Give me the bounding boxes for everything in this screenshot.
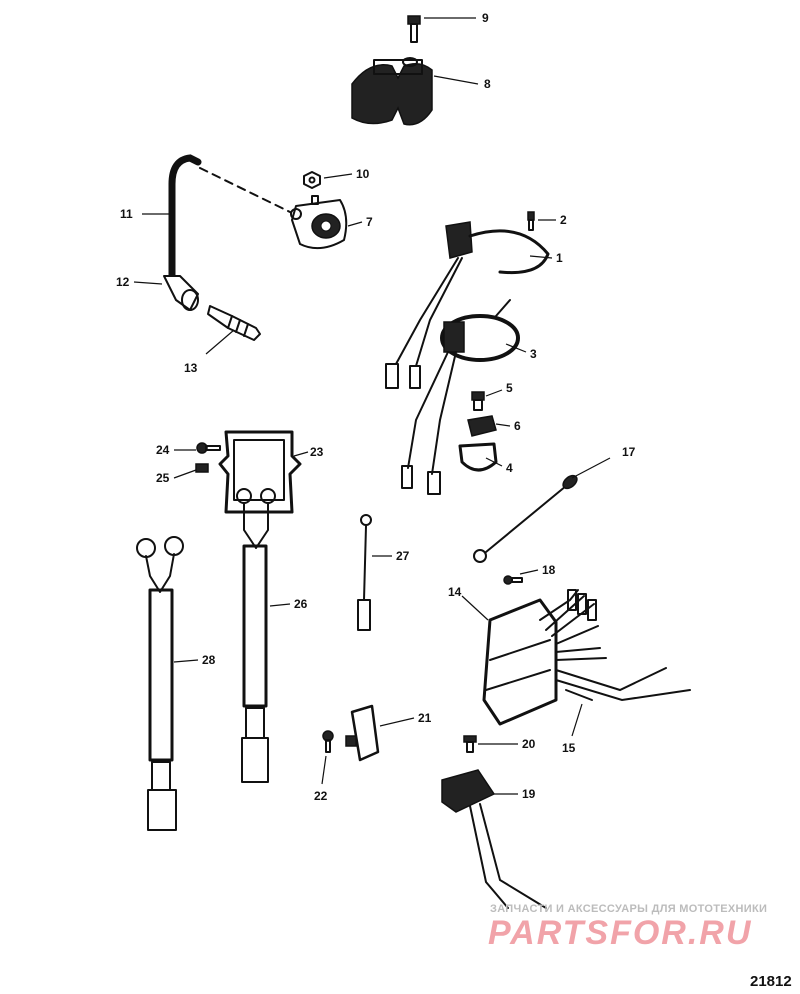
leader-lines [133, 17, 611, 795]
part-24-screw [196, 442, 221, 454]
part-17-ground-wire [473, 474, 578, 563]
part-18-screw [503, 575, 523, 585]
watermark-brand: PARTSFOR.RU [488, 914, 752, 952]
part-27-ground-strap [357, 514, 372, 631]
part-21-terminal-block [345, 704, 380, 762]
watermark: ЗАПЧАСТИ И АКСЕССУАРЫ ДЛЯ МОТОТЕХНИКИ PA… [488, 903, 767, 952]
part-13-spark-plug [207, 305, 261, 341]
callout-21: 21 [418, 711, 432, 725]
callout-9: 9 [482, 11, 489, 25]
callout-8: 8 [484, 77, 491, 91]
callout-22: 22 [314, 789, 328, 803]
part-4-clamp [458, 442, 498, 472]
callout-3: 3 [530, 347, 537, 361]
callout-20: 20 [522, 737, 536, 751]
callout-17: 17 [622, 445, 636, 459]
part-8-coil-assembly [351, 57, 433, 126]
part-22-screw [322, 730, 334, 753]
callout-2: 2 [560, 213, 567, 227]
callout-4: 4 [506, 461, 513, 475]
callout-13: 13 [184, 361, 198, 375]
callout-7: 7 [366, 215, 373, 229]
part-11-ht-lead [168, 154, 291, 284]
callout-26: 26 [294, 597, 308, 611]
part-3-sensor [401, 299, 520, 495]
callout-23: 23 [310, 445, 324, 459]
callout-28: 28 [202, 653, 216, 667]
callout-14: 14 [448, 585, 462, 599]
callout-18: 18 [542, 563, 556, 577]
callout-10: 10 [356, 167, 370, 181]
part-2-screw [527, 211, 535, 231]
callout-19: 19 [522, 787, 536, 801]
part-1-trigger [385, 221, 550, 389]
part-9-screw [407, 15, 421, 43]
part-10-nut [303, 171, 321, 189]
figure-number: 21812 [750, 973, 792, 990]
part-28-harness [136, 536, 184, 831]
part-20-screw [463, 735, 477, 753]
part-23-bracket [218, 430, 302, 514]
part-12-spark-boot [163, 275, 199, 311]
callout-labels: 9 8 10 11 7 2 1 12 13 3 5 6 4 24 23 25 1… [116, 11, 636, 803]
callout-12: 12 [116, 275, 130, 289]
callout-24: 24 [156, 443, 170, 457]
callout-27: 27 [396, 549, 410, 563]
part-19-regulator [441, 769, 547, 909]
callout-5: 5 [506, 381, 513, 395]
callout-1: 1 [556, 251, 563, 265]
watermark-tagline: ЗАПЧАСТИ И АКСЕССУАРЫ ДЛЯ МОТОТЕХНИКИ [490, 903, 767, 915]
part-5-screw [471, 391, 485, 411]
part-14-switch-box [482, 589, 691, 726]
part-26-harness [241, 503, 269, 783]
part-25-bushing [195, 463, 209, 473]
callout-25: 25 [156, 471, 170, 485]
part-6-clip [467, 415, 497, 437]
part-7-coil [290, 195, 348, 250]
callout-6: 6 [514, 419, 521, 433]
callout-15: 15 [562, 741, 576, 755]
callout-11: 11 [120, 207, 133, 221]
